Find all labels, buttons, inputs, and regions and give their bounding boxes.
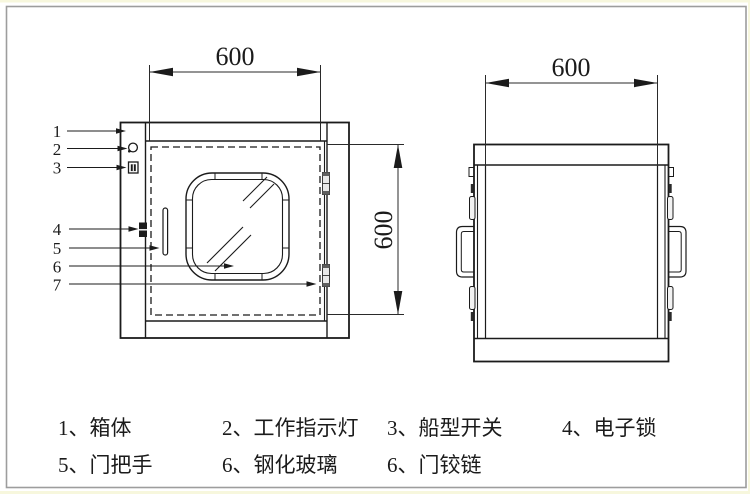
legend-item-electronic-lock: 4、电子锁 [562, 416, 657, 440]
front-view [119, 121, 350, 339]
callout-5: 5 [53, 239, 62, 258]
legend-item-box-body: 1、箱体 [58, 416, 132, 440]
callout-1: 1 [53, 122, 62, 141]
legend-item-door-handle: 5、门把手 [58, 453, 153, 477]
door-hinge-lower [322, 264, 330, 287]
side-box-outline [473, 143, 670, 363]
legend: 1、箱体 2、工作指示灯 3、船型开关 4、电子锁 5、门把手 6、钢化玻璃 6… [58, 416, 657, 477]
callout-numbers: 1 2 3 4 5 6 7 [53, 122, 62, 295]
side-handle-right [668, 225, 687, 278]
front-box-outline [119, 121, 350, 339]
callout-2: 2 [53, 140, 62, 159]
callout-6: 6 [53, 258, 62, 277]
door-seal-dashed [150, 146, 321, 316]
front-height-dimension: 600 [327, 144, 404, 315]
legend-item-tempered-glass: 6、钢化玻璃 [222, 453, 338, 477]
front-width-value: 600 [216, 42, 255, 71]
side-hinges-right [667, 184, 674, 321]
legend-item-rocker-switch: 3、船型开关 [387, 416, 503, 440]
side-hinges-left [469, 184, 476, 321]
side-view [455, 143, 687, 363]
legend-item-indicator-light: 2、工作指示灯 [222, 416, 359, 440]
side-width-value: 600 [552, 53, 591, 82]
indicator-light [127, 142, 139, 153]
door-handle [162, 207, 169, 256]
front-height-value: 600 [369, 211, 398, 250]
side-width-dimension: 600 [485, 53, 658, 166]
front-width-dimension: 600 [149, 42, 321, 141]
door-hinge-upper [322, 172, 330, 195]
legend-item-door-hinge: 6、门铰链 [387, 453, 482, 477]
glass-reflection-lines [206, 176, 275, 272]
rocker-switch [127, 161, 139, 174]
callout-7: 7 [53, 276, 62, 295]
glass-window [185, 172, 290, 281]
callout-leaders [67, 128, 317, 287]
electronic-lock [139, 222, 147, 237]
side-handle-left [455, 225, 474, 278]
callout-4: 4 [53, 220, 62, 239]
callout-3: 3 [53, 159, 62, 178]
